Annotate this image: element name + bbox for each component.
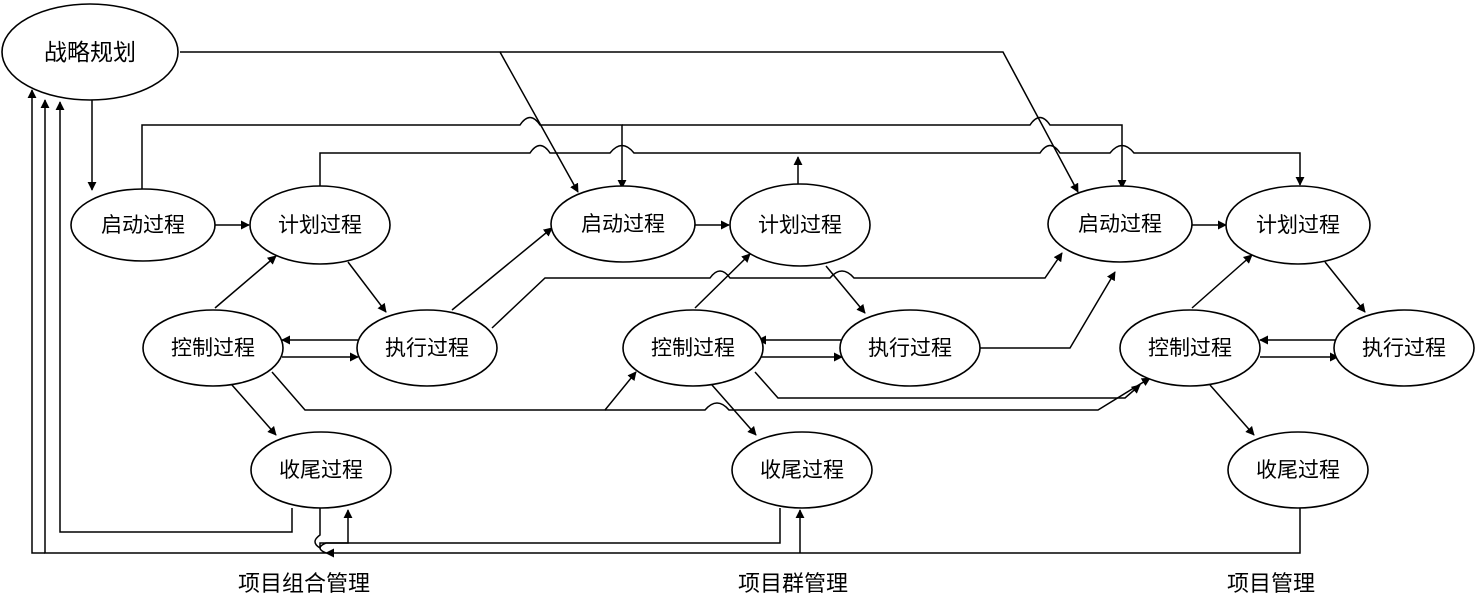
node-project-initiate-label: 启动过程 <box>1078 212 1162 236</box>
node-portfolio-execute-label: 执行过程 <box>385 336 469 360</box>
node-program-plan: 计划过程 <box>729 183 871 267</box>
edge-project-control-to-close <box>1209 384 1255 436</box>
edge-portfolio-close-to-strategy <box>55 101 293 533</box>
edge-portfolio-initiate-to-project-initiate <box>622 116 1127 189</box>
edge-program-control-to-plan <box>694 253 751 309</box>
edge-portfolio-execute-to-project-initiate <box>491 252 1063 329</box>
node-project-execute-label: 执行过程 <box>1362 336 1446 360</box>
edge-portfolio-plan-to-program-plan <box>319 144 1305 195</box>
edge-project-plan-to-execute <box>1324 261 1366 313</box>
edge-portfolio-control-to-project-control <box>605 377 1151 411</box>
edge-portfolio-close-return <box>314 508 353 550</box>
edge-portfolio-control-to-plan <box>214 255 277 309</box>
node-portfolio-control-label: 控制过程 <box>171 336 255 360</box>
node-portfolio-control: 控制过程 <box>142 309 284 387</box>
edge-strategy-to-project-initiate <box>500 51 1079 193</box>
edges <box>27 51 1366 558</box>
node-strategy-label: 战略规划 <box>44 40 136 66</box>
node-program-control: 控制过程 <box>622 309 764 387</box>
node-program-execute: 执行过程 <box>839 309 981 387</box>
node-portfolio-initiate: 启动过程 <box>70 188 216 262</box>
node-portfolio-plan: 计划过程 <box>249 185 391 265</box>
node-portfolio-execute: 执行过程 <box>356 309 498 387</box>
node-project-plan-label: 计划过程 <box>1256 213 1340 237</box>
edge-portfolio-execute-to-program-initiate <box>451 227 553 311</box>
node-program-initiate-label: 启动过程 <box>581 212 665 236</box>
node-program-execute-label: 执行过程 <box>868 336 952 360</box>
edge-portfolio-plan-to-execute <box>347 261 387 313</box>
edge-program-execute-to-project-initiate <box>980 271 1116 349</box>
node-project-initiate: 启动过程 <box>1047 185 1193 263</box>
edge-portfolio-control-to-close <box>231 384 277 436</box>
node-portfolio-close-label: 收尾过程 <box>279 458 363 482</box>
node-project-plan: 计划过程 <box>1225 185 1371 265</box>
node-project-execute: 执行过程 <box>1333 309 1475 387</box>
node-portfolio-plan-label: 计划过程 <box>278 213 362 237</box>
group-label-program: 项目群管理 <box>738 572 849 597</box>
edge-project-close-to-strategy <box>325 508 1301 558</box>
node-project-close: 收尾过程 <box>1227 431 1369 509</box>
edge-project-control-to-plan <box>1191 254 1253 309</box>
edge-program-control-to-close <box>711 384 757 436</box>
edge-program-plan-to-execute <box>825 265 866 314</box>
edge-portfolio-control-to-program-control <box>271 371 637 411</box>
node-project-control: 控制过程 <box>1119 309 1261 387</box>
group-label-portfolio: 项目组合管理 <box>238 572 371 597</box>
node-program-close-label: 收尾过程 <box>760 458 844 482</box>
node-program-initiate: 启动过程 <box>550 185 696 263</box>
node-program-plan-label: 计划过程 <box>758 213 842 237</box>
node-portfolio-close: 收尾过程 <box>250 431 392 509</box>
edge-strategy-feedback-outer <box>27 89 45 554</box>
node-program-control-label: 控制过程 <box>651 336 735 360</box>
node-portfolio-initiate-label: 启动过程 <box>101 213 185 237</box>
node-project-control-label: 控制过程 <box>1148 336 1232 360</box>
edge-program-control-to-project-control <box>754 371 1141 399</box>
node-project-close-label: 收尾过程 <box>1256 458 1340 482</box>
node-strategy: 战略规划 <box>1 3 179 101</box>
group-label-project: 项目管理 <box>1227 572 1316 597</box>
edge-portfolio-initiate-to-program-initiate <box>141 116 627 190</box>
edge-strategy-to-program-initiate <box>180 51 579 193</box>
node-program-close: 收尾过程 <box>731 431 873 509</box>
